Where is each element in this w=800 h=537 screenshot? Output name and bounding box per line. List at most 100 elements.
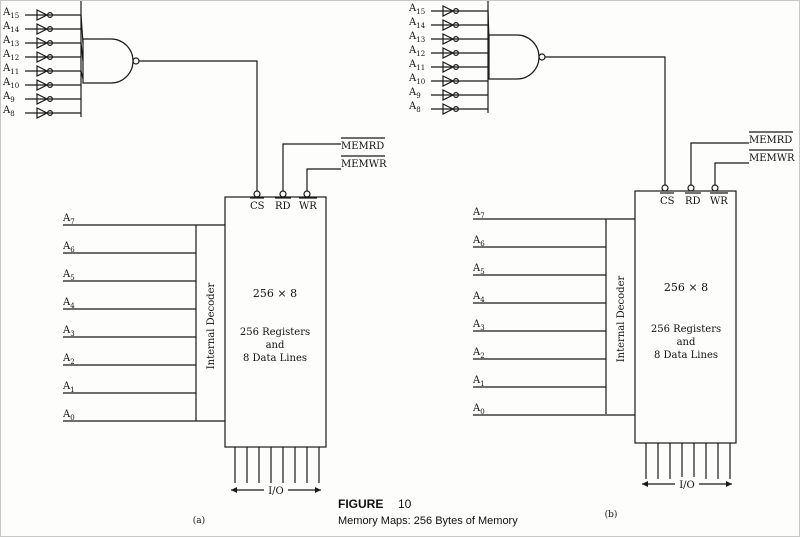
panel-b-cs-pin: CS [660,196,675,207]
inverter-triangle [442,61,455,73]
panel-b-wr-pin: WR [710,196,728,207]
inverter-bubble [46,109,53,116]
panel-a-io-label: I/O [268,486,284,497]
panel-a-memwr-label: MEMWR [341,159,387,170]
inverter-bubble [46,53,53,60]
address-label-low: A4 [472,291,485,304]
gate-input-wire [487,10,490,40]
panel-b-decoder-label: Internal Decoder [616,276,627,363]
inverter-triangle [36,65,49,77]
inverter-triangle [36,9,49,21]
panel-b-memory-desc-1: 256 Registers [651,324,721,335]
panel-b-cs-wire [545,56,666,185]
address-label-high: A14 [2,21,20,34]
address-label-low: A7 [62,213,75,226]
panel-b-memory-size: 256 × 8 [664,281,708,294]
address-label-high: A14 [408,17,426,30]
inverter-triangle [36,51,49,63]
address-label-low: A5 [472,263,485,276]
address-label-low: A2 [62,353,75,366]
panel-b-io-label-bg [675,477,699,491]
panel-a-wr-wire [306,168,341,191]
panel-b-io-arrowhead-right [726,481,732,487]
address-label-low: A1 [472,375,485,388]
panel-b-rd-wire [690,142,749,185]
panel-a-io-label-bg [264,483,288,497]
inverter-bubble [453,49,460,56]
panel-b-cs-bubble [661,184,669,192]
figure-label: FIGURE [338,497,383,511]
address-label-high: A15 [2,7,19,20]
panel-b-wr-bubble [711,184,719,192]
address-label-high: A12 [408,45,425,58]
panel-b-wr-wire [714,162,749,185]
address-label-high: A10 [2,77,19,90]
panel-a-wr-bubble [303,190,311,198]
gate-input-wire [80,14,84,44]
inverter-bubble [46,67,53,74]
inverter-bubble [46,81,53,88]
inverter-triangle [442,47,455,59]
inverter-triangle [442,33,455,45]
panel-a-memory-chip [224,196,327,448]
address-label-high: A8 [408,101,421,114]
inverter-bubble [46,26,53,33]
panel-b-memory-chip [634,190,737,444]
inverter-triangle [36,79,49,91]
panel-b-io-label: I/O [679,480,695,491]
address-label-high: A11 [408,59,425,72]
panel-a-memory-size: 256 × 8 [253,287,297,300]
inverter-bubble [453,105,460,112]
address-label-low: A6 [62,241,75,254]
address-label-low: A3 [472,319,485,332]
address-label-low: A6 [472,235,485,248]
inverter-triangle [36,93,49,105]
address-label-high: A15 [408,3,425,16]
address-label-high: A9 [2,91,15,104]
inverter-triangle [36,37,49,49]
inverter-triangle [442,19,455,31]
inverter-triangle [442,5,455,17]
panel-a-cs-bubble [253,190,261,198]
panel-b-io-arrowhead-left [642,481,648,487]
inverter-bubble [453,77,460,84]
address-label-low: A7 [472,207,485,220]
panel-a-caption: (a) [193,515,205,526]
address-label-high: A11 [2,63,19,76]
panel-a-rd-wire [282,143,341,191]
inverter-bubble [46,12,53,19]
figure-caption: FIGURE 10 Memory Maps: 256 Bytes of Memo… [338,497,518,527]
panel-a-data-lines [234,447,320,483]
inverter-triangle [442,75,455,87]
inverter-triangle [36,107,49,119]
inverter-triangle [442,89,455,101]
panel-b-nand-gate [488,34,546,80]
panel-a-wr-pin: WR [299,201,317,212]
address-label-low: A2 [472,347,485,360]
address-label-low: A3 [62,325,75,338]
panel-a-memrd-label: MEMRD [341,141,384,152]
inverter-bubble [453,91,460,98]
panel-a-rd-bubble [279,190,287,198]
panel-b-rd-pin: RD [685,196,701,207]
figure-caption-text: Memory Maps: 256 Bytes of Memory [338,515,518,527]
panel-b-memwr-label: MEMWR [749,153,795,164]
panel-b-memrd-label: MEMRD [749,135,792,146]
address-label-low: A1 [62,381,75,394]
address-label-low: A0 [62,409,75,422]
address-label-high: A10 [408,73,425,86]
panel-a-memory-desc-1: 256 Registers [240,327,310,338]
inverter-bubble [46,95,53,102]
panel-a-rd-pin: RD [275,201,291,212]
address-label-high: A9 [408,87,421,100]
inverter-bubble [453,22,460,29]
inverter-triangle [442,103,455,115]
panel-b-caption: (b) [605,509,618,520]
address-label-low: A0 [472,403,485,416]
panel-a-io-arrowhead-right [315,487,321,493]
